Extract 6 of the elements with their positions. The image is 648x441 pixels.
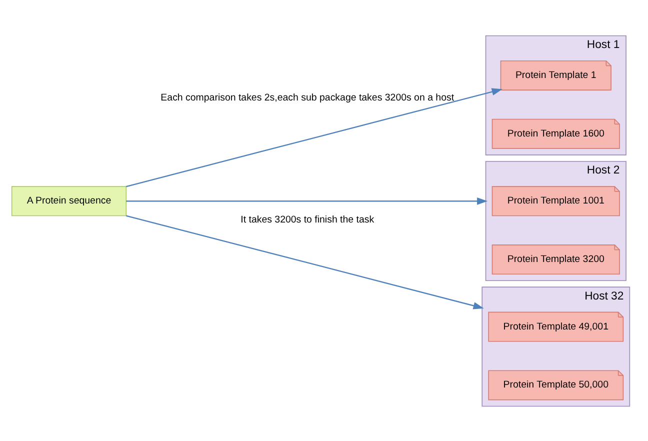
arrow xyxy=(126,196,488,204)
node-box: A Protein sequence xyxy=(11,186,127,216)
arrow xyxy=(126,214,484,309)
edge-label: Each comparison takes 2s,each sub package takes 3200s on a host xyxy=(160,92,454,103)
arrow xyxy=(126,88,502,187)
edge-label: It takes 3200s to finish the task xyxy=(240,214,374,226)
